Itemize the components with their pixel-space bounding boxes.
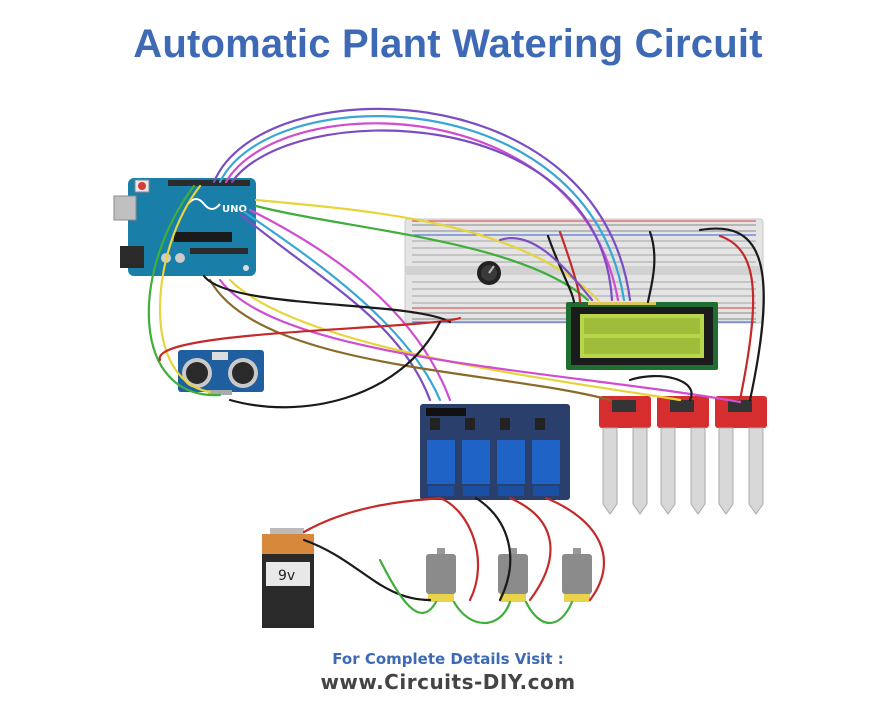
footer-website-link[interactable]: www.Circuits-DIY.com (320, 670, 576, 694)
battery-9v: 9v (262, 528, 314, 628)
relay-module (420, 404, 570, 500)
motor-1 (426, 548, 456, 602)
potentiometer (477, 261, 501, 285)
soil-sensor-3 (715, 396, 767, 515)
soil-sensor-1 (599, 396, 651, 515)
arduino-label: UNO (222, 204, 247, 215)
ultrasonic-sensor (178, 350, 264, 395)
wires (147, 107, 765, 625)
lcd-display (566, 302, 718, 370)
soil-sensor-2 (657, 396, 709, 515)
footer-visit-text: For Complete Details Visit : (332, 650, 564, 668)
battery-label: 9v (278, 568, 295, 584)
motor-3 (562, 548, 592, 602)
arduino-uno: UNO (113, 178, 256, 276)
page-title: Automatic Plant Watering Circuit (133, 22, 763, 66)
